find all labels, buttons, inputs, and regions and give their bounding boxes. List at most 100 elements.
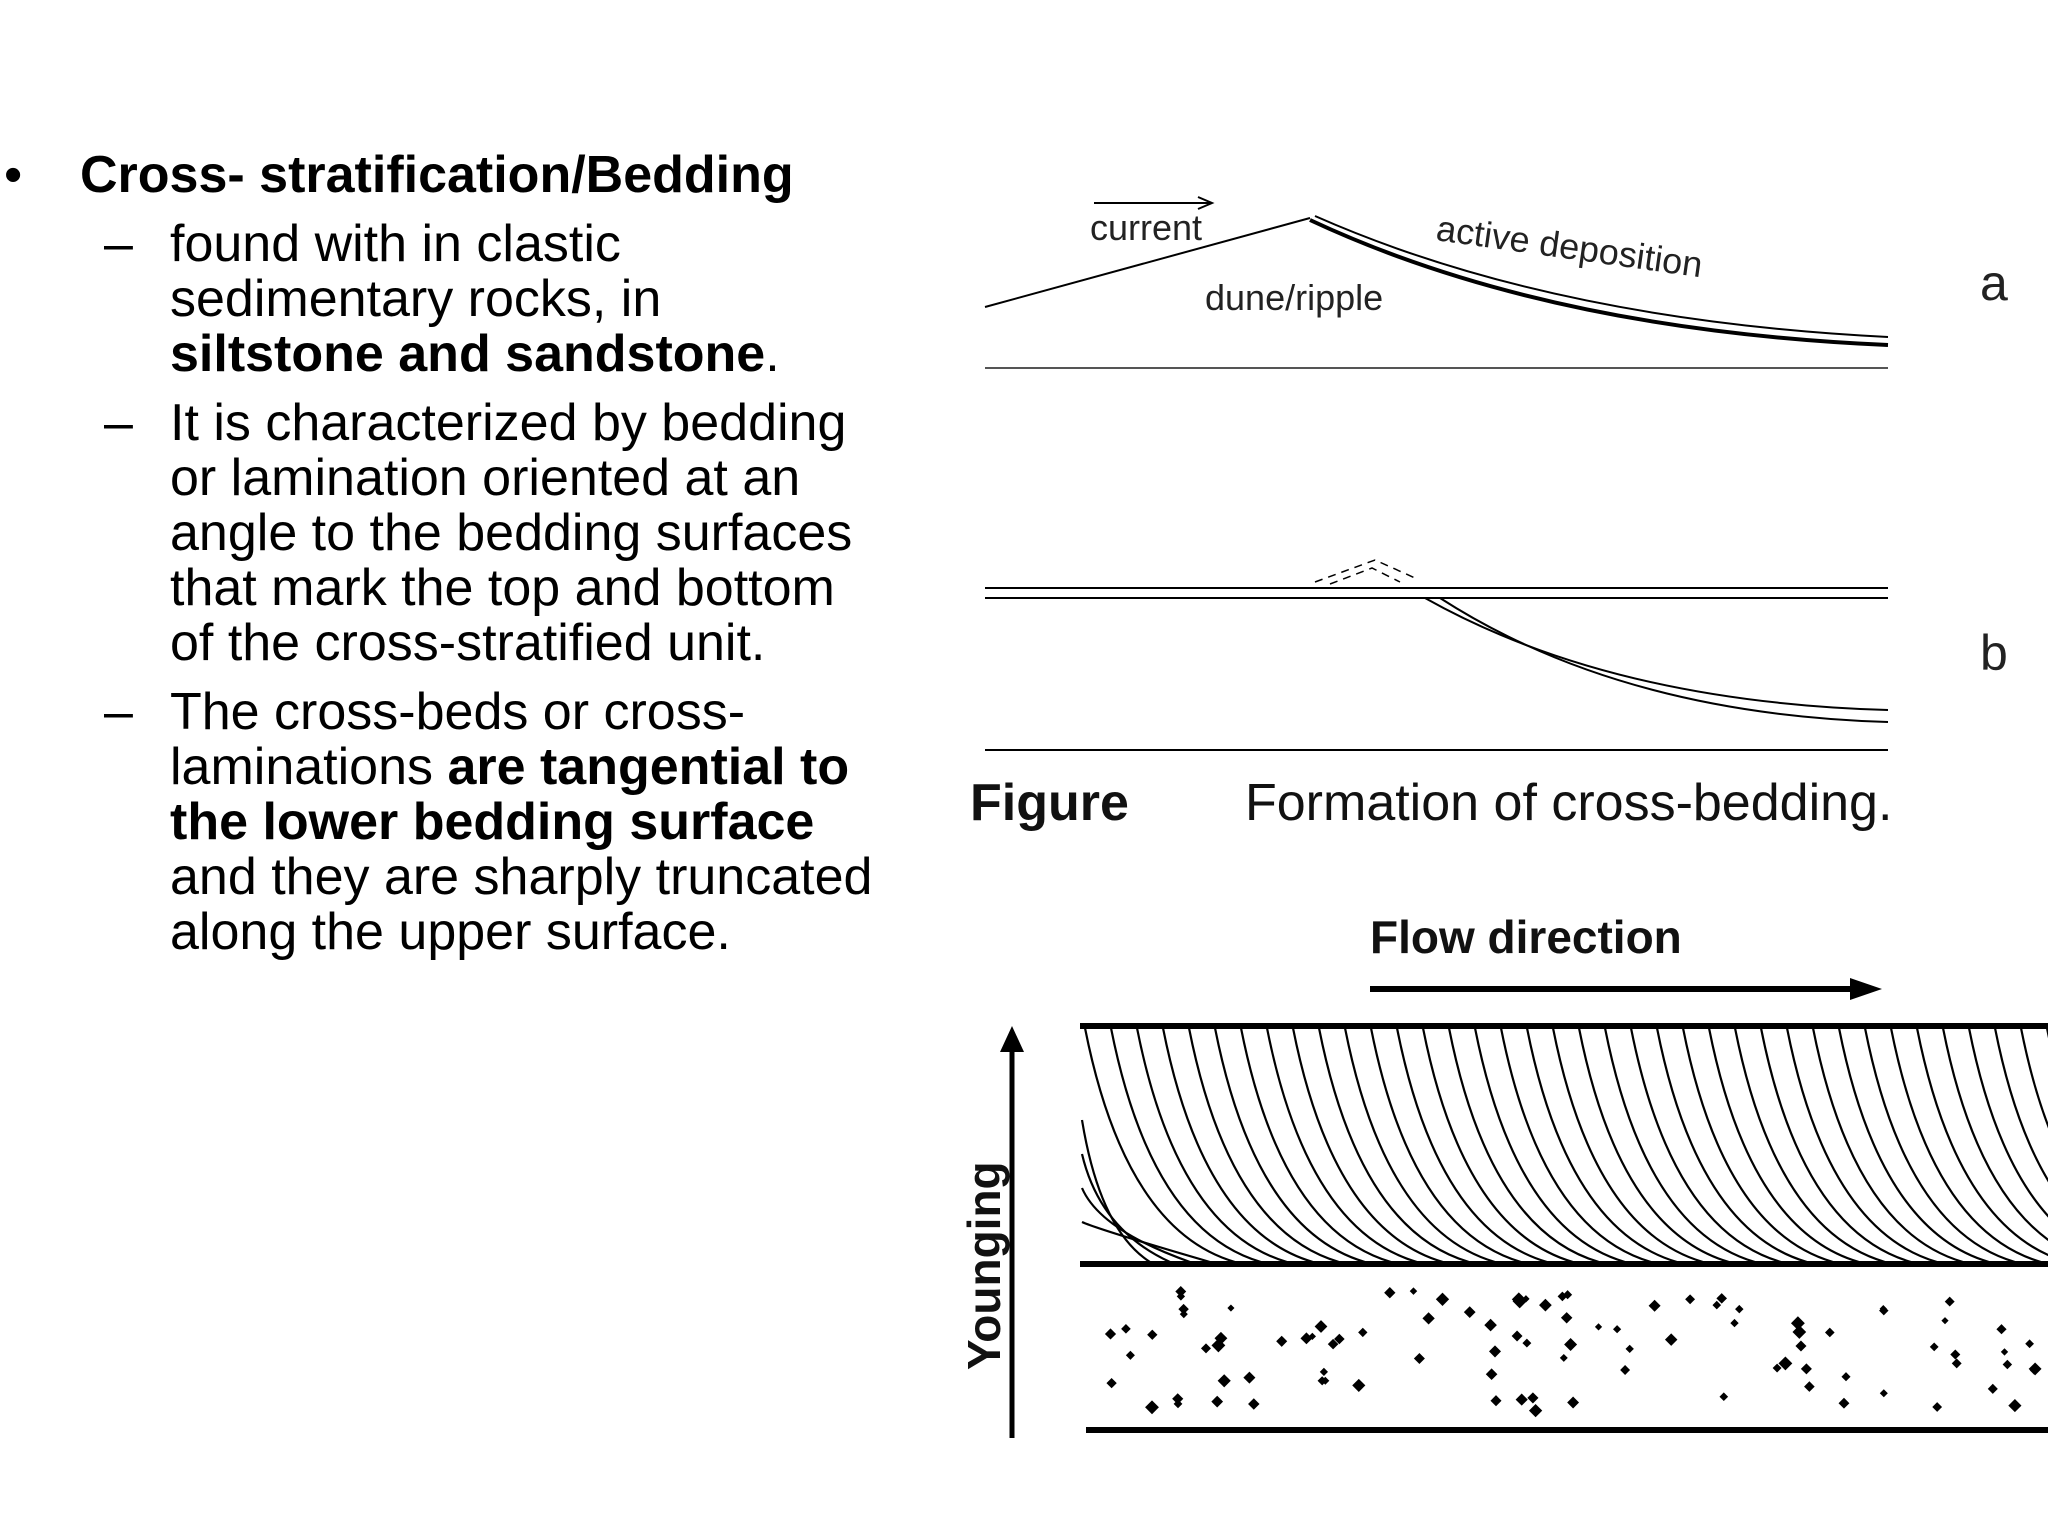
sand-grain [1528,1403,1543,1418]
sand-grain [1211,1395,1224,1408]
sand-grain [1719,1392,1729,1402]
foreset-lamina [1447,1027,1600,1264]
sand-grain [1319,1367,1329,1377]
foreset-lamina [2019,1027,2048,1129]
flow-direction-arrow-head [1850,978,1882,1000]
cross-bedding-block-figure: Flow direction Younging [958,911,2048,1438]
sand-grain [1121,1324,1131,1334]
sand-grain [1314,1320,1328,1333]
sand-grain [2000,1348,2009,1356]
dash-marker: – [104,394,133,452]
foreset-lamina [1083,1027,1236,1264]
foreset-lamina [1525,1027,1678,1264]
foreset-lamina [1941,1027,2048,1242]
sand-grain [1824,1327,1835,1338]
sand-grain [1172,1393,1184,1405]
cross-bed-foresets [1080,1027,2048,1264]
sub-item: –found with in clastic sedimentary rocks… [0,217,880,382]
sand-grain [1987,1383,1998,1394]
sub-item: –The cross-beds or cross-laminations are… [0,685,880,960]
foreset-lamina [1629,1027,1782,1264]
foreset-lamina [1395,1027,1548,1264]
emphasized-text: are tangential to the lower bedding surf… [170,738,850,851]
foreset-lamina [1499,1027,1652,1264]
foreset-lamina [1551,1027,1704,1264]
body-text: The cross-beds or cross-laminations [170,683,746,796]
sand-grain [1594,1323,1603,1331]
sand-grain [1879,1305,1889,1316]
current-label: current [1090,207,1202,248]
sub-list: –found with in clastic sedimentary rocks… [0,217,880,960]
foreset-lamina [1265,1027,1418,1264]
foreset-lamina [1863,1027,2016,1264]
sand-grain [1625,1344,1634,1354]
sand-grain [1841,1372,1851,1382]
underlying-sandstone-grains [1104,1286,2042,1418]
foreset-lamina [1707,1027,1860,1264]
dune-stoss-side [984,217,1311,308]
foreset-lamina [1811,1027,1964,1264]
sand-grain [2002,1359,2013,1370]
sub-item: –It is characterized by bedding or lamin… [0,396,880,671]
figure-caption-label: Figure [970,774,1129,832]
sand-grain [1539,1298,1552,1312]
sand-grain [2008,1398,2022,1413]
foreset-lamina [1187,1027,1340,1264]
panel-a-label: a [1980,255,2008,311]
text-column: • Cross- stratification/Bedding –found w… [0,148,880,974]
sand-grain [1522,1338,1532,1348]
sand-grain [1838,1397,1850,1409]
foreset-lamina [1967,1027,2048,1218]
eroded-dune-outline [1314,559,1416,583]
body-text: and they are sharply truncated along the… [170,848,873,961]
foreset-lamina [1369,1027,1522,1264]
sand-grain [1564,1337,1578,1352]
foreset-lamina [1135,1027,1288,1264]
sand-grain [1800,1363,1812,1375]
foreset-lamina [1421,1027,1574,1264]
sand-grain [1804,1381,1815,1392]
active-deposition-lee-face [1314,215,1889,338]
body-text: . [765,325,780,383]
body-text: It is characterized by bedding or lamina… [170,394,853,672]
sand-grain [1511,1330,1523,1342]
sand-grain [1795,1340,1807,1352]
younging-arrow-head [1000,1026,1024,1052]
foreset-lamina [1759,1027,1912,1264]
sand-grain [1173,1399,1183,1409]
sand-grain [1567,1396,1580,1409]
sand-grain [1106,1377,1117,1389]
sand-grain [1950,1349,1961,1360]
sand-grain [2025,1339,2034,1349]
dash-marker: – [104,683,133,741]
foreset-lamina [1343,1027,1496,1264]
foreset-lamina [1109,1027,1262,1264]
sand-grain [1929,1342,1939,1352]
sand-grain [1358,1327,1368,1338]
sand-grain [1384,1287,1396,1299]
sand-grain [1435,1292,1450,1306]
foreset-lamina [1291,1027,1444,1264]
preserved-cross-bed-2 [1439,597,1889,723]
foreset-lamina [1080,1153,1171,1264]
sand-grain [1145,1400,1159,1415]
sand-grain [1409,1287,1418,1295]
flow-direction-label: Flow direction [1370,911,1682,963]
foreset-lamina [1577,1027,1730,1264]
sand-grain [1200,1343,1212,1354]
current-arrow-head [1197,196,1215,210]
sand-grain [1511,1292,1526,1307]
sand-grain [1612,1325,1622,1334]
sand-grain [1712,1300,1722,1310]
dune-ripple-label: dune/ripple [1205,277,1383,318]
bullet-marker: • [4,146,23,204]
foreset-lamina [1681,1027,1834,1264]
sand-grain [1932,1402,1943,1412]
sand-grain [1941,1317,1949,1325]
panel-b-diagram: b [985,559,2008,751]
panel-b-label: b [1980,625,2008,681]
sand-grain [1951,1358,1962,1369]
foreset-lamina [1080,1187,1191,1264]
foreset-lamina [1733,1027,1886,1264]
sand-grain [1147,1329,1158,1340]
